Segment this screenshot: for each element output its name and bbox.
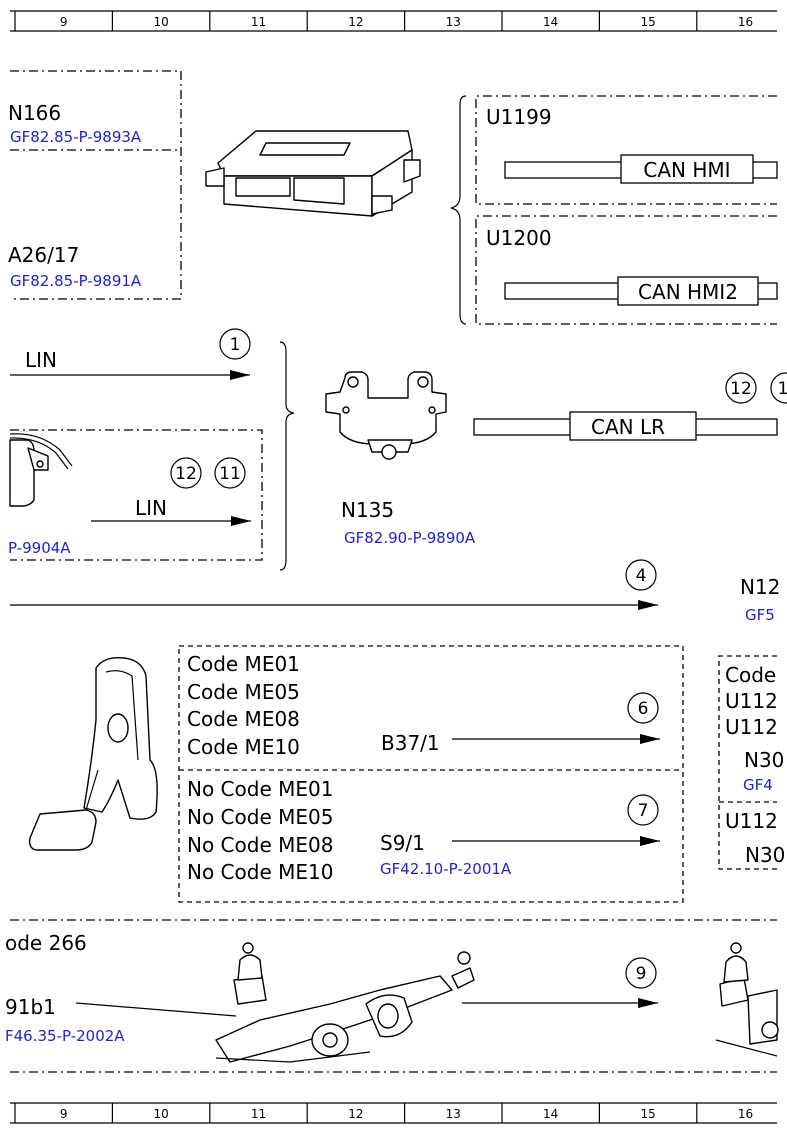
lin-signal-top: LIN 1 xyxy=(10,328,251,380)
grid-column-15: 15 xyxy=(640,1107,655,1121)
box-u1199: U1199 CAN HMI xyxy=(475,95,778,205)
ref-n166[interactable]: GF82.85-P-9893A xyxy=(10,128,142,146)
label-b37-1: B37/1 xyxy=(381,731,440,755)
code-with-2: Code ME05 xyxy=(187,680,300,704)
marker-12: 12 xyxy=(175,464,197,484)
marker-11: 11 xyxy=(219,464,241,484)
brace-n135 xyxy=(279,341,295,571)
code-without-3: No Code ME08 xyxy=(187,833,333,857)
bus-can-lr-group: CAN LR 12 1 xyxy=(473,372,787,441)
grid-column-9: 9 xyxy=(60,1107,68,1121)
grid-column-15: 15 xyxy=(640,15,655,29)
label-u1200: U1200 xyxy=(486,226,552,250)
grid-column-13: 13 xyxy=(446,1107,461,1121)
label-lin-top: LIN xyxy=(25,348,57,372)
steering-rack-illustration xyxy=(215,942,475,1063)
sensor-illustration xyxy=(9,433,73,507)
steering-rack-illustration-right xyxy=(715,942,779,1057)
ref-steering[interactable]: F46.35-P-2002A xyxy=(5,1027,125,1045)
control-unit-illustration xyxy=(205,130,421,217)
label-code-266: ode 266 xyxy=(5,931,87,955)
grid-column-12: 12 xyxy=(348,1107,363,1121)
bus-can-lr: CAN LR xyxy=(591,415,665,439)
ref-a26-17[interactable]: GF82.85-P-9891A xyxy=(10,272,142,290)
grid-ruler-bottom: 9 10 11 12 13 14 15 16 xyxy=(10,1102,777,1124)
grid-column-14: 14 xyxy=(543,1107,558,1121)
code-without-2: No Code ME05 xyxy=(187,805,333,829)
signal-4: 4 N12 GF5 xyxy=(10,559,780,624)
label-s9-1: S9/1 xyxy=(380,831,425,855)
grid-column-11: 11 xyxy=(251,15,266,29)
label-n135: N135 xyxy=(341,498,394,522)
n135-module: N135 GF82.90-P-9890A xyxy=(325,371,476,547)
right-line-6: U112 xyxy=(725,809,778,833)
label-n12: N12 xyxy=(740,575,780,599)
code-with-3: Code ME08 xyxy=(187,707,300,731)
grid-column-16: 16 xyxy=(738,1107,753,1121)
code-with-4: Code ME10 xyxy=(187,735,300,759)
marker-partial: 1 xyxy=(778,379,787,399)
box-lin-sensor: 12 11 LIN P-9904A xyxy=(8,429,263,561)
marker-4: 4 xyxy=(636,566,647,586)
ref-n135[interactable]: GF82.90-P-9890A xyxy=(344,529,476,547)
right-line-2: U112 xyxy=(725,689,778,713)
label-a26-17: A26/17 xyxy=(8,243,79,267)
bus-can-hmi: CAN HMI xyxy=(643,158,730,182)
marker-1: 1 xyxy=(230,335,241,355)
label-u1199: U1199 xyxy=(486,105,552,129)
ref-n12[interactable]: GF5 xyxy=(745,606,775,624)
brace-can-hmi xyxy=(450,95,467,325)
bus-can-hmi2: CAN HMI2 xyxy=(638,280,738,304)
grid-column-10: 10 xyxy=(153,1107,168,1121)
box-right-partial: Code U112 U112 N30 GF4 U112 N30 xyxy=(718,655,785,870)
right-line-7: N30 xyxy=(745,843,785,867)
label-lin-box: LIN xyxy=(135,496,167,520)
box-u1200: U1200 CAN HMI2 xyxy=(475,215,778,325)
label-91b1: 91b1 xyxy=(5,995,56,1019)
box-codes: Code ME01 Code ME05 Code ME08 Code ME10 … xyxy=(178,645,684,903)
ref-lin-sensor[interactable]: P-9904A xyxy=(8,539,71,557)
grid-column-13: 13 xyxy=(446,15,461,29)
pedal-illustration xyxy=(28,657,158,851)
right-line-1: Code xyxy=(725,663,776,687)
grid-ruler-top: 9 10 11 12 13 14 15 16 xyxy=(10,10,777,32)
marker-9: 9 xyxy=(636,964,647,984)
marker-12-right: 12 xyxy=(730,379,752,399)
right-line-3: U112 xyxy=(725,715,778,739)
grid-column-14: 14 xyxy=(543,15,558,29)
code-without-1: No Code ME01 xyxy=(187,777,333,801)
right-line-5[interactable]: GF4 xyxy=(743,776,773,794)
code-without-4: No Code ME10 xyxy=(187,860,333,884)
grid-column-10: 10 xyxy=(153,15,168,29)
marker-6: 6 xyxy=(638,699,649,719)
section-steering: ode 266 91b1 F46.35-P-2002A 9 xyxy=(5,919,779,1073)
grid-column-16: 16 xyxy=(738,15,753,29)
box-n166-a26: N166 GF82.85-P-9893A A26/17 GF82.85-P-98… xyxy=(8,70,182,300)
grid-column-11: 11 xyxy=(251,1107,266,1121)
marker-7: 7 xyxy=(638,801,649,821)
grid-column-9: 9 xyxy=(60,15,68,29)
label-n166: N166 xyxy=(8,101,61,125)
right-line-4: N30 xyxy=(744,748,784,772)
code-with-1: Code ME01 xyxy=(187,652,300,676)
ref-s9-1[interactable]: GF42.10-P-2001A xyxy=(380,860,512,878)
grid-column-12: 12 xyxy=(348,15,363,29)
